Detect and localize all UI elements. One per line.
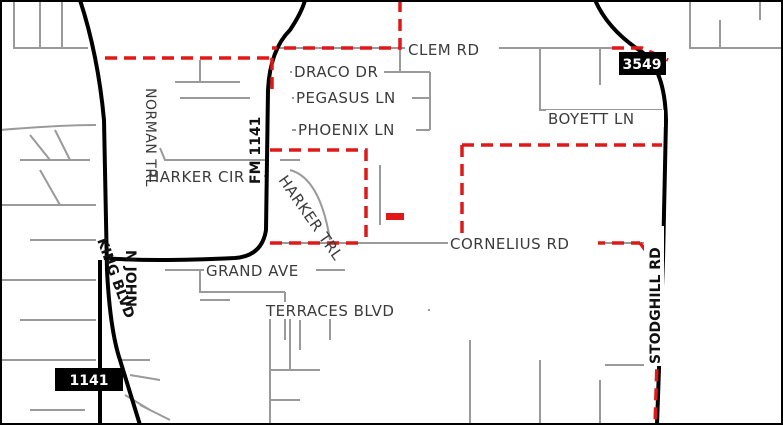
label-boyett-ln: BOYETT LN	[548, 110, 635, 128]
label-grand-ave: GRAND AVE	[206, 262, 299, 280]
label-phoenix-ln: PHOENIX LN	[298, 121, 395, 139]
shield-1141-text: 1141	[70, 373, 109, 389]
boundary-marker	[386, 213, 404, 220]
label-cornelius-rd: CORNELIUS RD	[450, 235, 569, 253]
label-stodghill-rd: STODGHILL RD	[648, 247, 664, 364]
label-n-john: N JOHN	[122, 250, 138, 307]
route-shield-3549: 3549	[619, 52, 666, 75]
label-norman-trl: NORMAN TRL	[142, 88, 158, 187]
label-harker-cir: HARKER CIR	[148, 168, 245, 186]
label-pegasus-ln: PEGASUS LN	[296, 89, 396, 107]
route-shield-1141: 1141	[55, 368, 123, 391]
shield-3549-text: 3549	[623, 57, 662, 73]
label-terraces-blvd: TERRACES BLVD	[265, 302, 394, 320]
label-clem-rd: CLEM RD	[408, 41, 480, 59]
label-draco-dr: DRACO DR	[294, 63, 378, 81]
label-fm-1141: FM 1141	[248, 117, 264, 184]
